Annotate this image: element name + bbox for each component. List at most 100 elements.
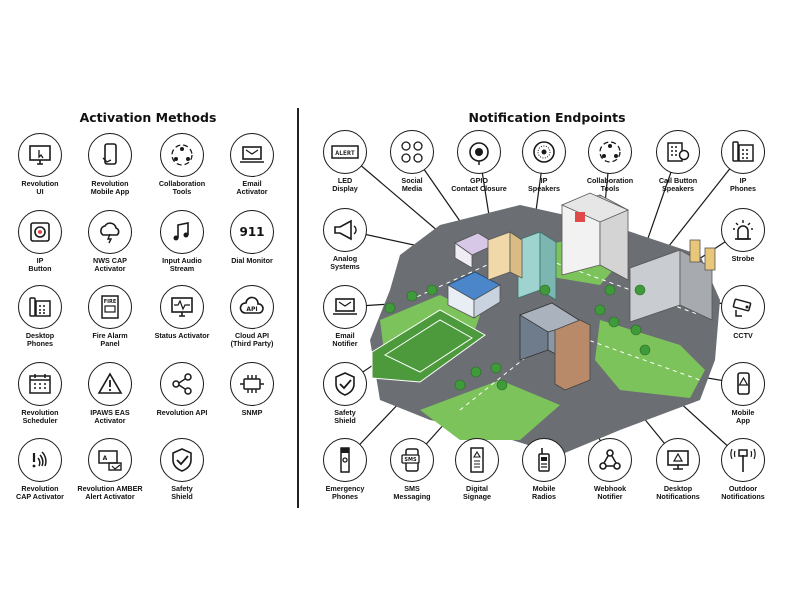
activation-revolution-mobile-app[interactable]: Revolution Mobile App <box>64 133 156 197</box>
svg-text:SMS: SMS <box>404 457 417 463</box>
factory-chimney-2 <box>704 247 716 271</box>
activation-label: Fire Alarm Panel <box>92 331 128 349</box>
school-side <box>473 284 501 319</box>
activation-label: Revolution AMBER Alert Activator <box>77 484 143 502</box>
amber-alert-icon: A <box>88 438 132 482</box>
endpoint-mobile-radios[interactable]: Mobile Radios <box>498 438 590 502</box>
activation-label: NWS CAP Activator <box>93 256 127 274</box>
activation-revolution-api[interactable]: Revolution API <box>136 362 228 417</box>
hospital-roof <box>561 192 629 223</box>
status-monitor-icon <box>160 285 204 329</box>
endpoint-collaboration-tools[interactable]: Collaboration Tools <box>564 130 656 194</box>
grass-lawn-right <box>595 320 705 398</box>
activation-email-activator[interactable]: Email Activator <box>206 133 298 197</box>
endpoint-mobile-app[interactable]: Mobile App <box>697 362 789 426</box>
activation-collaboration-tools[interactable]: Collaboration Tools <box>136 133 228 197</box>
activation-methods-heading: Activation Methods <box>79 110 217 125</box>
endpoint-desktop-notifications[interactable]: Desktop Notifications <box>632 438 724 502</box>
activation-label: Revolution API <box>156 408 208 417</box>
activation-label: Cloud API (Third Party) <box>230 331 274 349</box>
section-divider <box>297 108 299 508</box>
factory-chimney <box>689 239 701 263</box>
shield-check-icon <box>323 362 367 406</box>
endpoint-sms-messaging[interactable]: SMS SMS Messaging <box>366 438 458 502</box>
activation-ipaws-eas[interactable]: IPAWS EAS Activator <box>64 362 156 426</box>
endpoint-label: Digital Signage <box>463 484 491 502</box>
activation-snmp[interactable]: SNMP <box>206 362 298 417</box>
activation-cloud-api[interactable]: API Cloud API (Third Party) <box>206 285 298 349</box>
brick-building <box>554 319 591 391</box>
endpoint-label: Strobe <box>731 254 755 263</box>
endpoint-label: GPIO Contact Closure <box>451 176 507 194</box>
endpoint-webhook-notifier[interactable]: Webhook Notifier <box>564 438 656 502</box>
endpoint-gpio[interactable]: GPIO Contact Closure <box>433 130 525 194</box>
endpoint-ip-phones[interactable]: IP Phones <box>697 130 789 194</box>
cloud-lightning-icon <box>88 210 132 254</box>
endpoint-analog-systems[interactable]: Analog Systems <box>299 208 391 272</box>
activation-safety-shield[interactable]: Safety Shield <box>136 438 228 502</box>
phone-touch-icon <box>88 133 132 177</box>
fire-panel-icon: FIRE <box>88 285 132 329</box>
endpoint-outdoor-notifications[interactable]: Outdoor Notifications <box>697 438 789 502</box>
activation-label: Desktop Phones <box>25 331 55 349</box>
gpio-icon <box>457 130 501 174</box>
svg-text:A: A <box>103 455 108 462</box>
activation-amber-alert[interactable]: A Revolution AMBER Alert Activator <box>64 438 156 502</box>
endpoint-label: Outdoor Notifications <box>721 484 765 502</box>
factory-side <box>679 249 713 321</box>
endpoint-led-display[interactable]: ALERT LED Display <box>299 130 391 194</box>
connector-line <box>344 151 453 244</box>
endpoint-strobe[interactable]: Strobe <box>697 208 789 263</box>
grass-lawn-bottom <box>420 380 560 440</box>
activation-ip-button[interactable]: IP Button <box>0 210 86 274</box>
activation-label: Safety Shield <box>171 484 193 502</box>
activation-input-audio-stream[interactable]: Input Audio Stream <box>136 210 228 274</box>
svg-text:API: API <box>246 306 257 313</box>
ip-phone-icon <box>721 130 765 174</box>
endpoint-call-button-speakers[interactable]: Call Button Speakers <box>632 130 724 194</box>
activation-revolution-ui[interactable]: Revolution UI <box>0 133 86 197</box>
endpoint-label: IP Speakers <box>528 176 560 194</box>
activation-fire-alarm-panel[interactable]: FIRE Fire Alarm Panel <box>64 285 156 349</box>
activation-label: Revolution CAP Activator <box>16 484 64 502</box>
endpoint-social-media[interactable]: Social Media <box>366 130 458 194</box>
svg-text:ALERT: ALERT <box>335 149 355 157</box>
phone-alert-icon <box>721 362 765 406</box>
endpoint-digital-signage[interactable]: Digital Signage <box>431 438 523 502</box>
svg-text:FIRE: FIRE <box>104 299 117 305</box>
activation-revolution-cap[interactable]: Revolution CAP Activator <box>0 438 86 502</box>
activation-label: Input Audio Stream <box>162 256 202 274</box>
led-display-icon: ALERT <box>323 130 367 174</box>
tower-side <box>539 231 557 301</box>
endpoint-safety-shield[interactable]: Safety Shield <box>299 362 391 426</box>
emergency-phone-icon <box>323 438 367 482</box>
activation-dial-monitor[interactable]: 911 Dial Monitor <box>206 210 298 265</box>
calendar-icon <box>18 362 62 406</box>
desktop-alert-icon <box>656 438 700 482</box>
social-media-icon <box>390 130 434 174</box>
laptop-email-icon <box>323 285 367 329</box>
activation-status-activator[interactable]: Status Activator <box>136 285 228 340</box>
endpoint-label: Call Button Speakers <box>658 176 698 194</box>
collaboration-icon <box>160 133 204 177</box>
warehouse-front <box>487 231 511 281</box>
endpoint-cctv[interactable]: CCTV <box>697 285 789 340</box>
desk-phone-icon <box>18 285 62 329</box>
endpoint-ip-speakers[interactable]: IP Speakers <box>498 130 590 194</box>
activation-label: SNMP <box>241 408 263 417</box>
911-icon: 911 <box>230 210 274 254</box>
activation-label: Status Activator <box>154 331 210 340</box>
endpoint-email-notifier[interactable]: Email Notifier <box>299 285 391 349</box>
outdoor-siren-icon <box>721 438 765 482</box>
cloud-api-icon: API <box>230 285 274 329</box>
megaphone-icon <box>323 208 367 252</box>
call-button-icon <box>656 130 700 174</box>
activation-revolution-scheduler[interactable]: Revolution Scheduler <box>0 362 86 426</box>
laptop-email-icon <box>230 133 274 177</box>
endpoint-emergency-phones[interactable]: Emergency Phones <box>299 438 391 502</box>
activation-desktop-phones[interactable]: Desktop Phones <box>0 285 86 349</box>
activation-nws-cap[interactable]: NWS CAP Activator <box>64 210 156 274</box>
endpoint-label: CCTV <box>733 331 753 340</box>
endpoint-label: Desktop Notifications <box>656 484 700 502</box>
